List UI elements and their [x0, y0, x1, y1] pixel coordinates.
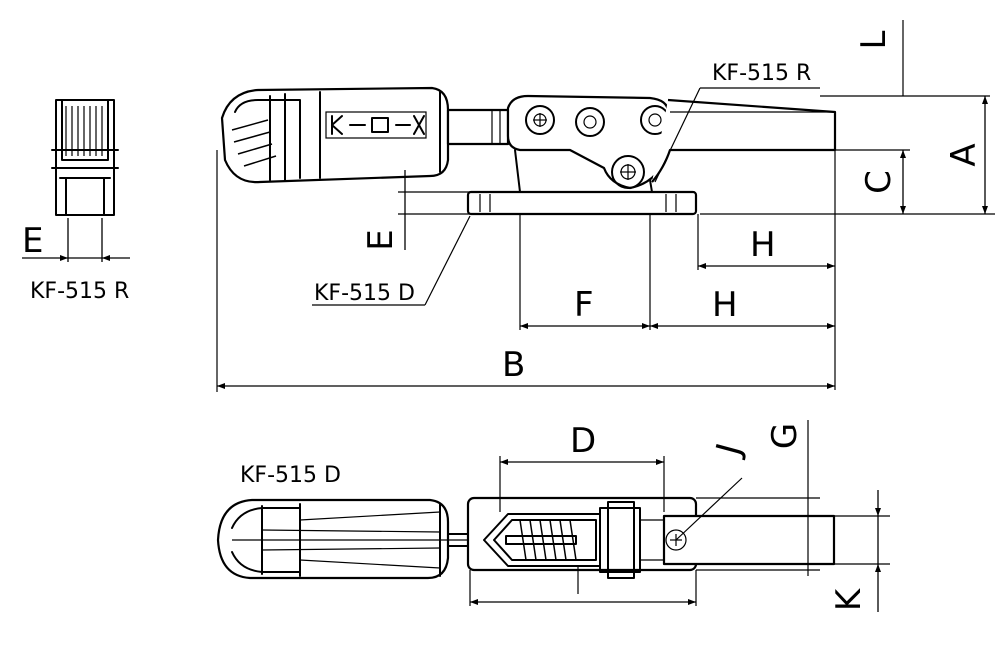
- dim-label-f: F: [574, 285, 594, 325]
- dim-label-j: J: [708, 439, 750, 461]
- dim-label-e-end: E: [22, 221, 43, 261]
- dim-label-h-lower: H: [712, 285, 738, 325]
- dim-label-c: C: [859, 170, 899, 194]
- side-view-dimensions: [216, 20, 995, 392]
- dim-label-a: A: [944, 143, 984, 166]
- dim-label-h-upper: H: [750, 225, 776, 265]
- dim-label-e-side: E: [361, 229, 401, 250]
- dim-label-l: L: [854, 30, 894, 49]
- side-view: [220, 86, 837, 216]
- dim-label-k: K: [829, 587, 869, 611]
- end-view-model-label: KF-515 R: [30, 279, 129, 304]
- side-right-model-label: KF-515 R: [712, 61, 811, 86]
- dim-label-b: B: [502, 345, 525, 385]
- top-view-dimensions: [469, 420, 890, 612]
- side-base-model-label: KF-515 D: [314, 281, 415, 306]
- dim-label-d: D: [570, 421, 596, 461]
- dim-label-g: G: [765, 423, 805, 449]
- end-view: [22, 99, 130, 262]
- top-view-model-label: KF-515 D: [240, 463, 341, 488]
- top-view: [216, 496, 836, 580]
